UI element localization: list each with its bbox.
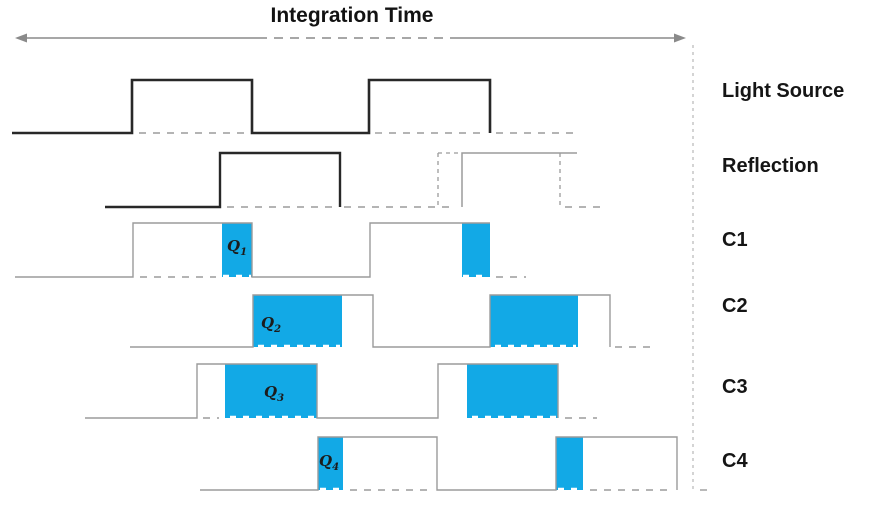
row-label-c1: C1 <box>722 229 748 251</box>
c3-charge-region <box>225 364 317 418</box>
c1-waveform <box>15 222 490 278</box>
c4-charge-region <box>556 437 583 490</box>
c1-charge-region <box>462 223 490 277</box>
reflection-waveform <box>461 152 577 207</box>
c4-waveform <box>200 436 678 491</box>
row-label-reflection: Reflection <box>722 155 819 177</box>
q2-label: Q2 <box>261 314 281 335</box>
c2-waveform <box>130 294 611 348</box>
c1-charge-region <box>222 223 252 277</box>
row-label-c4: C4 <box>722 450 748 472</box>
c3-waveform <box>85 363 559 419</box>
c2-charge-region <box>253 295 342 347</box>
q3-label: Q3 <box>264 383 284 404</box>
diagram-title: Integration Time <box>270 4 434 27</box>
q4-label: Q4 <box>319 452 339 473</box>
row-label-c2: C2 <box>722 295 748 317</box>
reflection-waveform <box>105 151 342 209</box>
q1-label: Q1 <box>227 237 247 258</box>
row-label-light-source: Light Source <box>722 80 845 102</box>
arrowhead-right-icon <box>674 33 686 43</box>
c2-charge-region <box>490 295 578 347</box>
light-source-waveform <box>12 78 492 135</box>
c3-charge-region <box>467 364 558 418</box>
row-label-c3: C3 <box>722 376 748 398</box>
c4-charge-region <box>318 437 343 490</box>
arrowhead-left-icon <box>15 33 27 43</box>
